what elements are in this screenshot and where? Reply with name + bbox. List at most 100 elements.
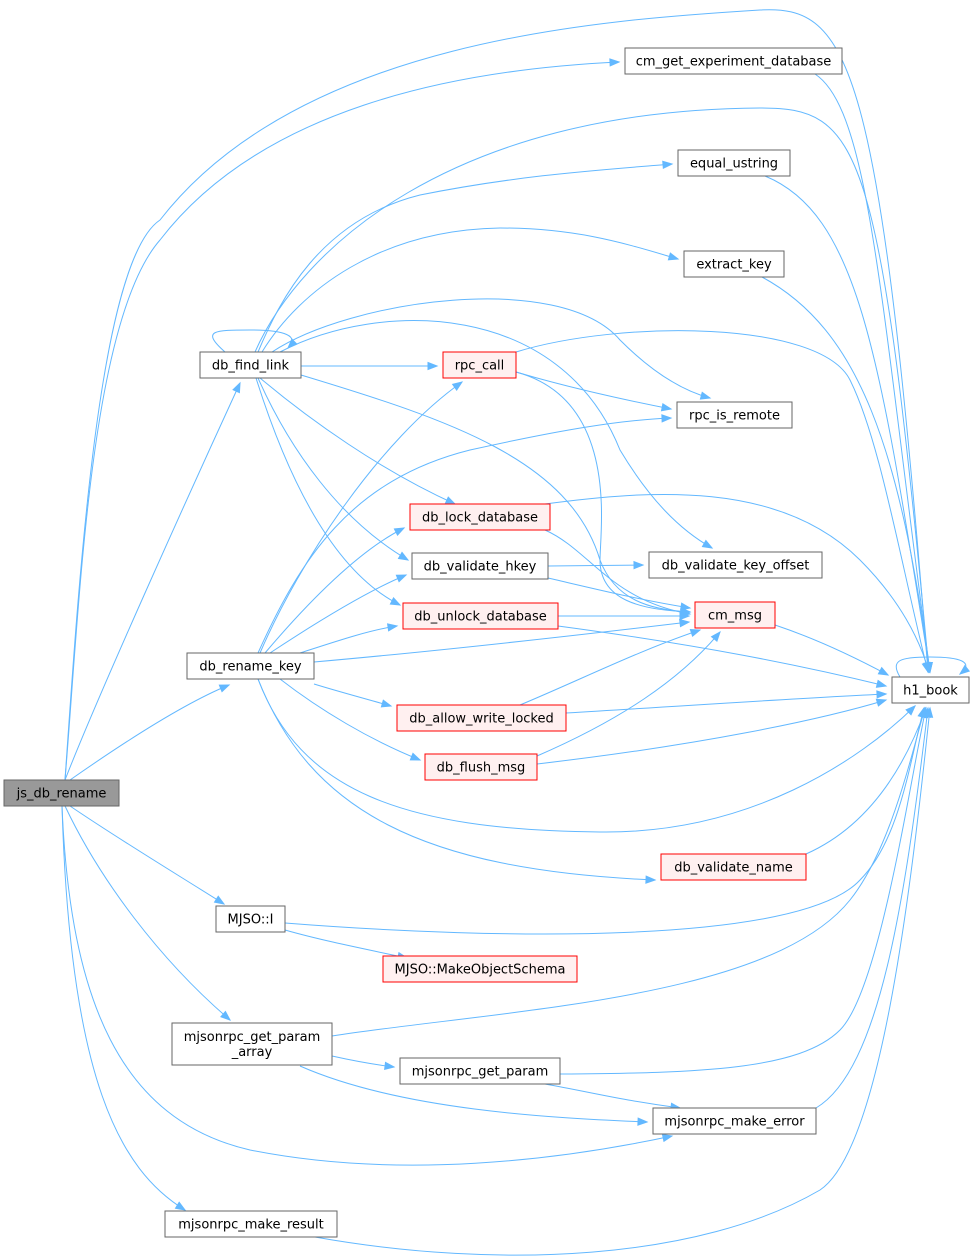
node-rpc-call[interactable]: rpc_call [442, 351, 517, 379]
edge-arrowhead [386, 623, 399, 632]
node-label: js_db_rename [16, 787, 107, 802]
node-mjsonrpc-make-result[interactable]: mjsonrpc_make_result [164, 1210, 338, 1238]
node-box [694, 601, 776, 629]
edge-line [536, 631, 721, 757]
edge-db_find_link-to-db_lock_database [259, 377, 457, 505]
node-box [411, 552, 549, 580]
node-box [652, 1107, 817, 1135]
node-h1-book[interactable]: h1_book [891, 676, 970, 704]
edge-line [69, 805, 225, 905]
edge-h1_book-to-h1_book [895, 656, 971, 678]
node-label: mjsonrpc_get_param [184, 1030, 321, 1045]
edge-line [515, 330, 929, 673]
edge-js_db_rename-to-cm_get_experiment_database [64, 58, 621, 781]
node-mjsonrpc-make-error[interactable]: mjsonrpc_make_error [652, 1107, 817, 1135]
edge-line [299, 625, 398, 654]
node-db-validate-hkey[interactable]: db_validate_hkey [411, 552, 549, 580]
edge-line [544, 1083, 681, 1109]
node-label: equal_ustring [690, 157, 778, 172]
node-label: cm_get_experiment_database [636, 55, 832, 70]
edge-arrowhead [679, 611, 691, 621]
edge-db_find_link-to-db_unlock_database [255, 377, 402, 606]
node-mjsonrpc-get-param-array[interactable]: mjsonrpc_get_param_array [171, 1022, 333, 1066]
edge-arrowhead [661, 414, 673, 423]
edge-arrowhead [409, 752, 422, 761]
node-db-lock-database[interactable]: db_lock_database [409, 503, 551, 531]
edges-layer [61, 9, 971, 1256]
edge-arrowhead [384, 1061, 396, 1071]
node-js-db-rename[interactable]: js_db_rename [3, 779, 120, 807]
edge-line [259, 377, 456, 505]
edge-db_flush_msg-to-cm_msg [536, 630, 721, 757]
edge-line [313, 683, 392, 707]
edge-db_find_link-to-h1_book [254, 107, 933, 674]
node-MJSO-MakeObjectSchema[interactable]: MJSO::MakeObjectSchema [382, 955, 578, 983]
edge-db_allow_write_locked-to-cm_msg [519, 628, 702, 706]
edge-db_find_link-to-extract_key [261, 227, 680, 353]
node-label: _array [231, 1045, 273, 1060]
edge-arrowhead [218, 684, 231, 693]
node-cm-get-experiment-database[interactable]: cm_get_experiment_database [624, 47, 843, 75]
node-rpc-is-remote[interactable]: rpc_is_remote [676, 401, 793, 429]
node-db-unlock-database[interactable]: db_unlock_database [402, 602, 559, 630]
edge-arrowhead [877, 666, 890, 676]
edge-db_find_link-to-rpc_is_remote [271, 298, 712, 400]
node-box [648, 551, 823, 579]
edge-line [64, 9, 929, 781]
edge-line [774, 624, 889, 676]
edge-mjsonrpc_get_param_array-to-mjsonrpc_get_param [331, 1055, 396, 1071]
node-label: db_unlock_database [414, 610, 547, 625]
edge-arrowhead [427, 361, 439, 371]
edge-arrowhead [645, 875, 657, 884]
edge-db_rename_key-to-db_validate_name [257, 678, 657, 884]
edge-arrowhead [395, 574, 408, 583]
node-db-allow-write-locked[interactable]: db_allow_write_locked [396, 704, 567, 732]
edge-line [565, 693, 887, 714]
edge-arrowhead [876, 690, 888, 699]
edge-line [805, 707, 927, 855]
node-db-rename-key[interactable]: db_rename_key [186, 652, 315, 680]
edge-js_db_rename-to-mjsonrpc_get_param_array [64, 805, 232, 1021]
edge-arrowhead [637, 1117, 649, 1126]
edge-arrowhead [958, 664, 971, 675]
node-cm-msg[interactable]: cm_msg [694, 601, 776, 629]
edge-line [64, 382, 241, 781]
edge-line [300, 374, 691, 613]
edge-line [257, 377, 409, 561]
edge-line [544, 529, 691, 615]
edge-line [254, 107, 930, 673]
nodes-layer: js_db_rename db_find_link cm_get_experimen… [3, 47, 970, 1238]
node-db-validate-name[interactable]: db_validate_name [660, 853, 807, 881]
edge-mjsonrpc_get_param_array-to-h1_book [331, 706, 927, 1037]
node-mjsonrpc-get-param[interactable]: mjsonrpc_get_param [399, 1057, 561, 1085]
edge-db_find_link-to-db_validate_key_offset [279, 320, 714, 549]
edge-line [547, 564, 644, 567]
node-box [186, 652, 315, 680]
node-db-find-link[interactable]: db_find_link [199, 351, 302, 379]
edge-line [815, 707, 929, 1109]
node-box [424, 753, 538, 781]
edge-arrowhead [213, 895, 226, 905]
edge-line [284, 929, 408, 959]
node-db-validate-key-offset[interactable]: db_validate_key_offset [648, 551, 823, 579]
node-label: db_find_link [212, 359, 290, 374]
edge-arrowhead [679, 602, 692, 611]
edge-db_unlock_database-to-h1_book [557, 625, 888, 688]
node-db-flush-msg[interactable]: db_flush_msg [424, 753, 538, 781]
edge-arrowhead [689, 628, 702, 638]
edge-db_validate_hkey-to-db_validate_key_offset [547, 560, 645, 570]
node-MJSO-I[interactable]: MJSO::I [215, 905, 286, 933]
node-extract-key[interactable]: extract_key [683, 250, 785, 278]
edge-line [544, 493, 930, 673]
edge-db_allow_write_locked-to-h1_book [565, 690, 888, 714]
node-label: db_validate_key_offset [662, 559, 810, 574]
edge-db_rename_key-to-h1_book [257, 678, 916, 833]
node-equal-ustring[interactable]: equal_ustring [677, 149, 791, 177]
edge-line [69, 684, 230, 781]
edge-arrowhead [699, 391, 712, 400]
edge-arrowhead [701, 539, 714, 549]
edge-line [64, 805, 231, 1021]
node-box [660, 853, 807, 881]
node-box [396, 704, 567, 732]
